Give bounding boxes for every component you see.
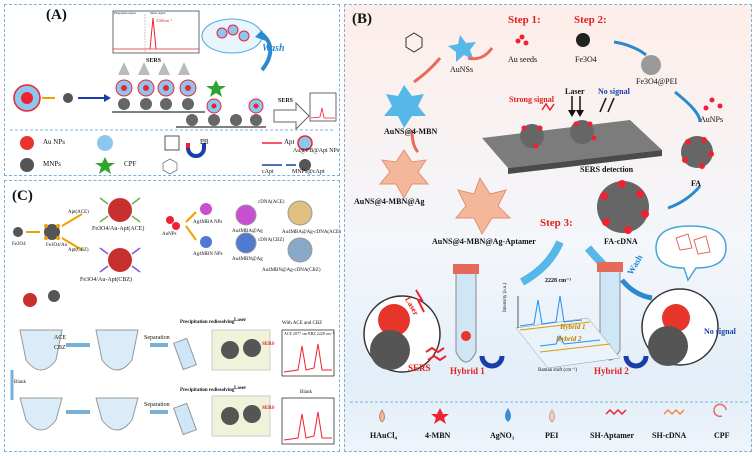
c-cdna-cbz-label: cDNA(CBZ) — [258, 238, 285, 243]
legend-cpf: CPF — [124, 160, 137, 168]
c-blank-arrow-label: Blank — [14, 380, 26, 385]
step1-label: Step 1: — [508, 14, 541, 26]
c-precip-2: Precipitation redissolving — [180, 388, 235, 393]
c-cdna-ace-label: cDNA(ACE) — [258, 200, 285, 205]
panel-c-label: (C) — [12, 188, 33, 204]
c-ag-mba-label: Ag4MBA NPs — [193, 220, 223, 225]
raman-axis-label: Raman shift (cm⁻¹) — [538, 368, 578, 373]
legend-cpf-b: CPF — [714, 431, 730, 440]
hybrid2-spectrum-label: Hybrid 2 — [556, 335, 582, 343]
c-cbz-label: CBZ — [54, 345, 66, 351]
c-peak-cbz: CBZ 2228 cm⁻¹ — [308, 331, 334, 336]
c-laser-2: Laser — [234, 386, 247, 391]
panel-a-label: (A) — [46, 7, 67, 23]
aptamer-probe-label: AuNS@4-MBN@Ag-Aptamer — [432, 237, 536, 246]
legend-4mbn: 4-MBN — [425, 431, 451, 440]
c-ace-label: ACE — [54, 335, 66, 341]
legend-pb: PB — [200, 138, 209, 146]
no-signal-label-b: No signal — [598, 87, 630, 96]
aunps-label: AuNPs — [700, 115, 724, 124]
legend-au-pb-apt: Au@PB@Apt NPs — [293, 148, 340, 154]
c-blank-title: Blank — [300, 390, 312, 395]
c-au-mba-ag-label: Au4MBA@Ag — [232, 229, 263, 234]
panel-c — [4, 180, 340, 452]
c-fe3o4-label: Fe3O4 — [12, 242, 26, 247]
c-aunps-label: AuNPs — [162, 232, 177, 237]
au-seeds-label: Au seeds — [508, 55, 538, 64]
c-au-mbn-cdna-label: Au4MBN@Ag-cDNA(CBZ) — [262, 268, 321, 273]
c-apt-cbz-label: Apt(CBZ) — [68, 248, 89, 253]
auns-mbn-ag-label: AuNS@4-MBN@Ag — [354, 197, 425, 206]
c-peak-ace: ACE 2077 cm⁻¹ — [284, 331, 311, 336]
c-apt-ace-label: Apt(ACE) — [68, 210, 89, 215]
legend-pei: PEI — [545, 431, 559, 440]
c-precip-1: Precipitation redissolving — [180, 320, 235, 325]
c-separation-1: Separation — [144, 335, 170, 341]
panel-b-label: (B) — [352, 11, 372, 27]
hybrid1-spectrum-label: Hybrid 1 — [560, 323, 586, 331]
c-fe3o4-apt-cbz-label: Fe3O4/Au-Apt(CBZ) — [80, 277, 132, 283]
no-signal-label-b2: No signal — [704, 327, 736, 336]
strong-signal-label: Strong signal — [509, 95, 554, 104]
spectrum-peak-label: 2160cm⁻¹ — [156, 18, 173, 23]
c-au-mbn-ag-label: Au4MBN@Ag — [232, 257, 263, 262]
c-au-mba-cdna-label: Au4MBA@Ag-cDNA(ACE) — [282, 230, 341, 235]
peak-2228-label: 2228 cm⁻¹ — [545, 278, 572, 284]
step2-label: Step 2: — [574, 14, 607, 26]
c-ag-mbn-label: Ag4MBN NPs — [193, 252, 223, 257]
laser-label-b: Laser — [565, 87, 585, 96]
fe3o4-label: Fe3O4 — [575, 55, 597, 64]
panel-a-wash-label: Wash — [262, 43, 285, 54]
c-with-title: With ACE and CBZ — [282, 321, 323, 326]
legend-capt: cApt — [262, 169, 274, 175]
hybrid2-label: Hybrid 2 — [594, 366, 629, 376]
c-laser-1: Laser — [234, 318, 247, 323]
legend-haucl4: HAuCl₄ — [370, 431, 397, 440]
spectrum-region-silent: Silent region — [150, 11, 166, 15]
c-separation-2: Separation — [144, 402, 170, 408]
panel-a — [4, 4, 340, 176]
sers-detection-label: SERS detection — [580, 165, 634, 174]
c-fe3o4-apt-ace-label: Fe3O4/Au-Apt(ACE) — [92, 226, 145, 232]
legend-au-nps: Au NPs — [43, 138, 65, 146]
hybrid1-label: Hybrid 1 — [450, 366, 485, 376]
legend-agno3: AgNO₃ — [490, 431, 515, 440]
spectrum-region-fingerprint: Fingerprint region — [114, 11, 136, 15]
c-sers-2: SERS — [262, 406, 275, 411]
auns-mbn-label: AuNS@4-MBN — [384, 127, 438, 136]
legend-apt: Apt — [284, 138, 295, 146]
panel-a-sers-label-1: SERS — [146, 58, 162, 64]
sers-label-b: SERS — [408, 363, 431, 373]
c-fe3o4-au-label: Fe3O4/Au — [46, 243, 68, 248]
auns-label: AuNSs — [450, 65, 474, 74]
legend-sh-aptamer: SH-Aptamer — [590, 431, 634, 440]
step3-label: Step 3: — [540, 217, 573, 229]
fe3o4-pei-label: Fe3O4@PEI — [636, 77, 678, 86]
fa-label: FA — [691, 179, 702, 188]
legend-sh-cdna: SH-cDNA — [652, 431, 687, 440]
legend-mnps: MNPs — [43, 160, 61, 168]
panel-a-sers-label-2: SERS — [278, 98, 294, 104]
c-sers-1: SERS — [262, 342, 275, 347]
legend-mnps-capt: MNPs@cApt — [292, 169, 325, 175]
fa-cdna-label: FA-cDNA — [604, 237, 638, 246]
